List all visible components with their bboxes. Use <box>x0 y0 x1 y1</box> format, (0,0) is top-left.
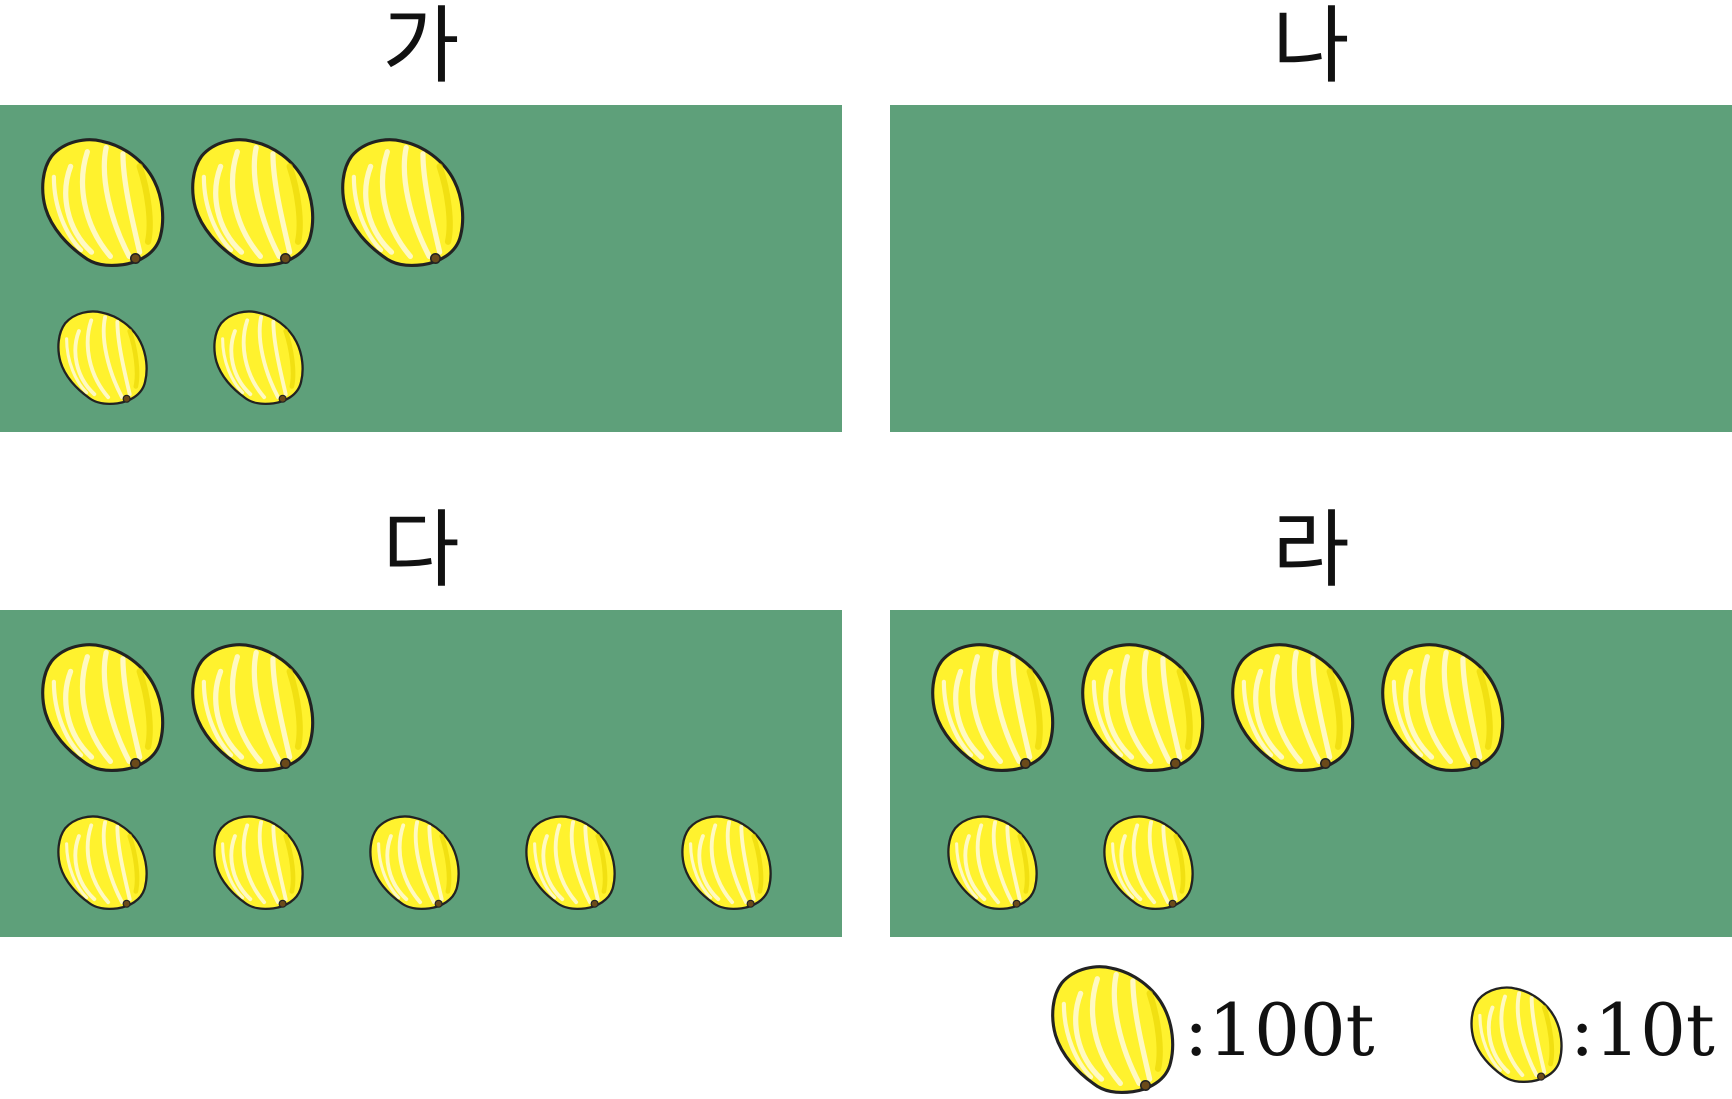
small-melon-icon <box>523 813 617 913</box>
small-melon-icon <box>1101 813 1195 913</box>
field-da <box>0 610 842 937</box>
field-na <box>890 105 1732 432</box>
large-melon-icon <box>928 640 1056 776</box>
large-melon-icon <box>1378 640 1506 776</box>
legend-large-melon-icon <box>1048 962 1176 1098</box>
large-melon-icon <box>1228 640 1356 776</box>
small-melon-icon <box>679 813 773 913</box>
small-melon-icon <box>211 308 305 408</box>
legend-small-label: :10t <box>1570 988 1715 1072</box>
small-melon-icon <box>945 813 1039 913</box>
field-ga <box>0 105 842 432</box>
small-melon-icon <box>55 308 149 408</box>
field-ra <box>890 610 1732 937</box>
panel-title-ga: 가 <box>382 0 460 95</box>
panel-title-na: 나 <box>1272 0 1350 95</box>
large-melon-icon <box>188 640 316 776</box>
panel-title-ra: 라 <box>1272 501 1350 599</box>
large-melon-icon <box>1078 640 1206 776</box>
small-melon-icon <box>211 813 305 913</box>
legend-large-label: :100t <box>1184 988 1375 1072</box>
small-melon-icon <box>367 813 461 913</box>
large-melon-icon <box>38 135 166 271</box>
legend-small-melon-icon <box>1468 984 1564 1086</box>
small-melon-icon <box>55 813 149 913</box>
panel-title-da: 다 <box>382 501 460 599</box>
large-melon-icon <box>338 135 466 271</box>
large-melon-icon <box>188 135 316 271</box>
large-melon-icon <box>38 640 166 776</box>
